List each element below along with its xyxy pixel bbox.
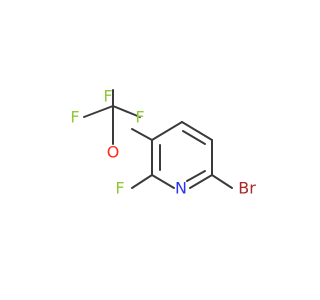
bond-ring-c6-n [189,174,213,189]
atom-label-oxygen: O [107,143,120,162]
bond-ring-c4-c5 [181,121,213,141]
bond-c2-f [131,174,153,189]
bond-cf3-f-right [112,105,141,118]
bond-ring-c4-c5-inner [182,130,206,145]
bond-cf3-f-left [83,105,114,118]
atom-label-bromine: Br [238,179,256,198]
atom-label-fluorine-top-left: F [70,108,79,127]
atom-label-fluorine-top-right: F [135,108,144,127]
bond-c6-br [211,174,233,189]
atom-label-fluorine-middle: F [103,87,112,106]
bond-ring-n-c2 [151,174,175,189]
chemical-structure: F F F O F N Br [70,87,256,198]
atom-label-nitrogen: N [175,179,187,198]
bond-ring-c3-c4 [151,121,183,141]
bond-c3-o [131,128,153,141]
bond-ring-c6-n-inner [186,170,206,182]
atom-label-fluorine-ring: F [115,179,124,198]
